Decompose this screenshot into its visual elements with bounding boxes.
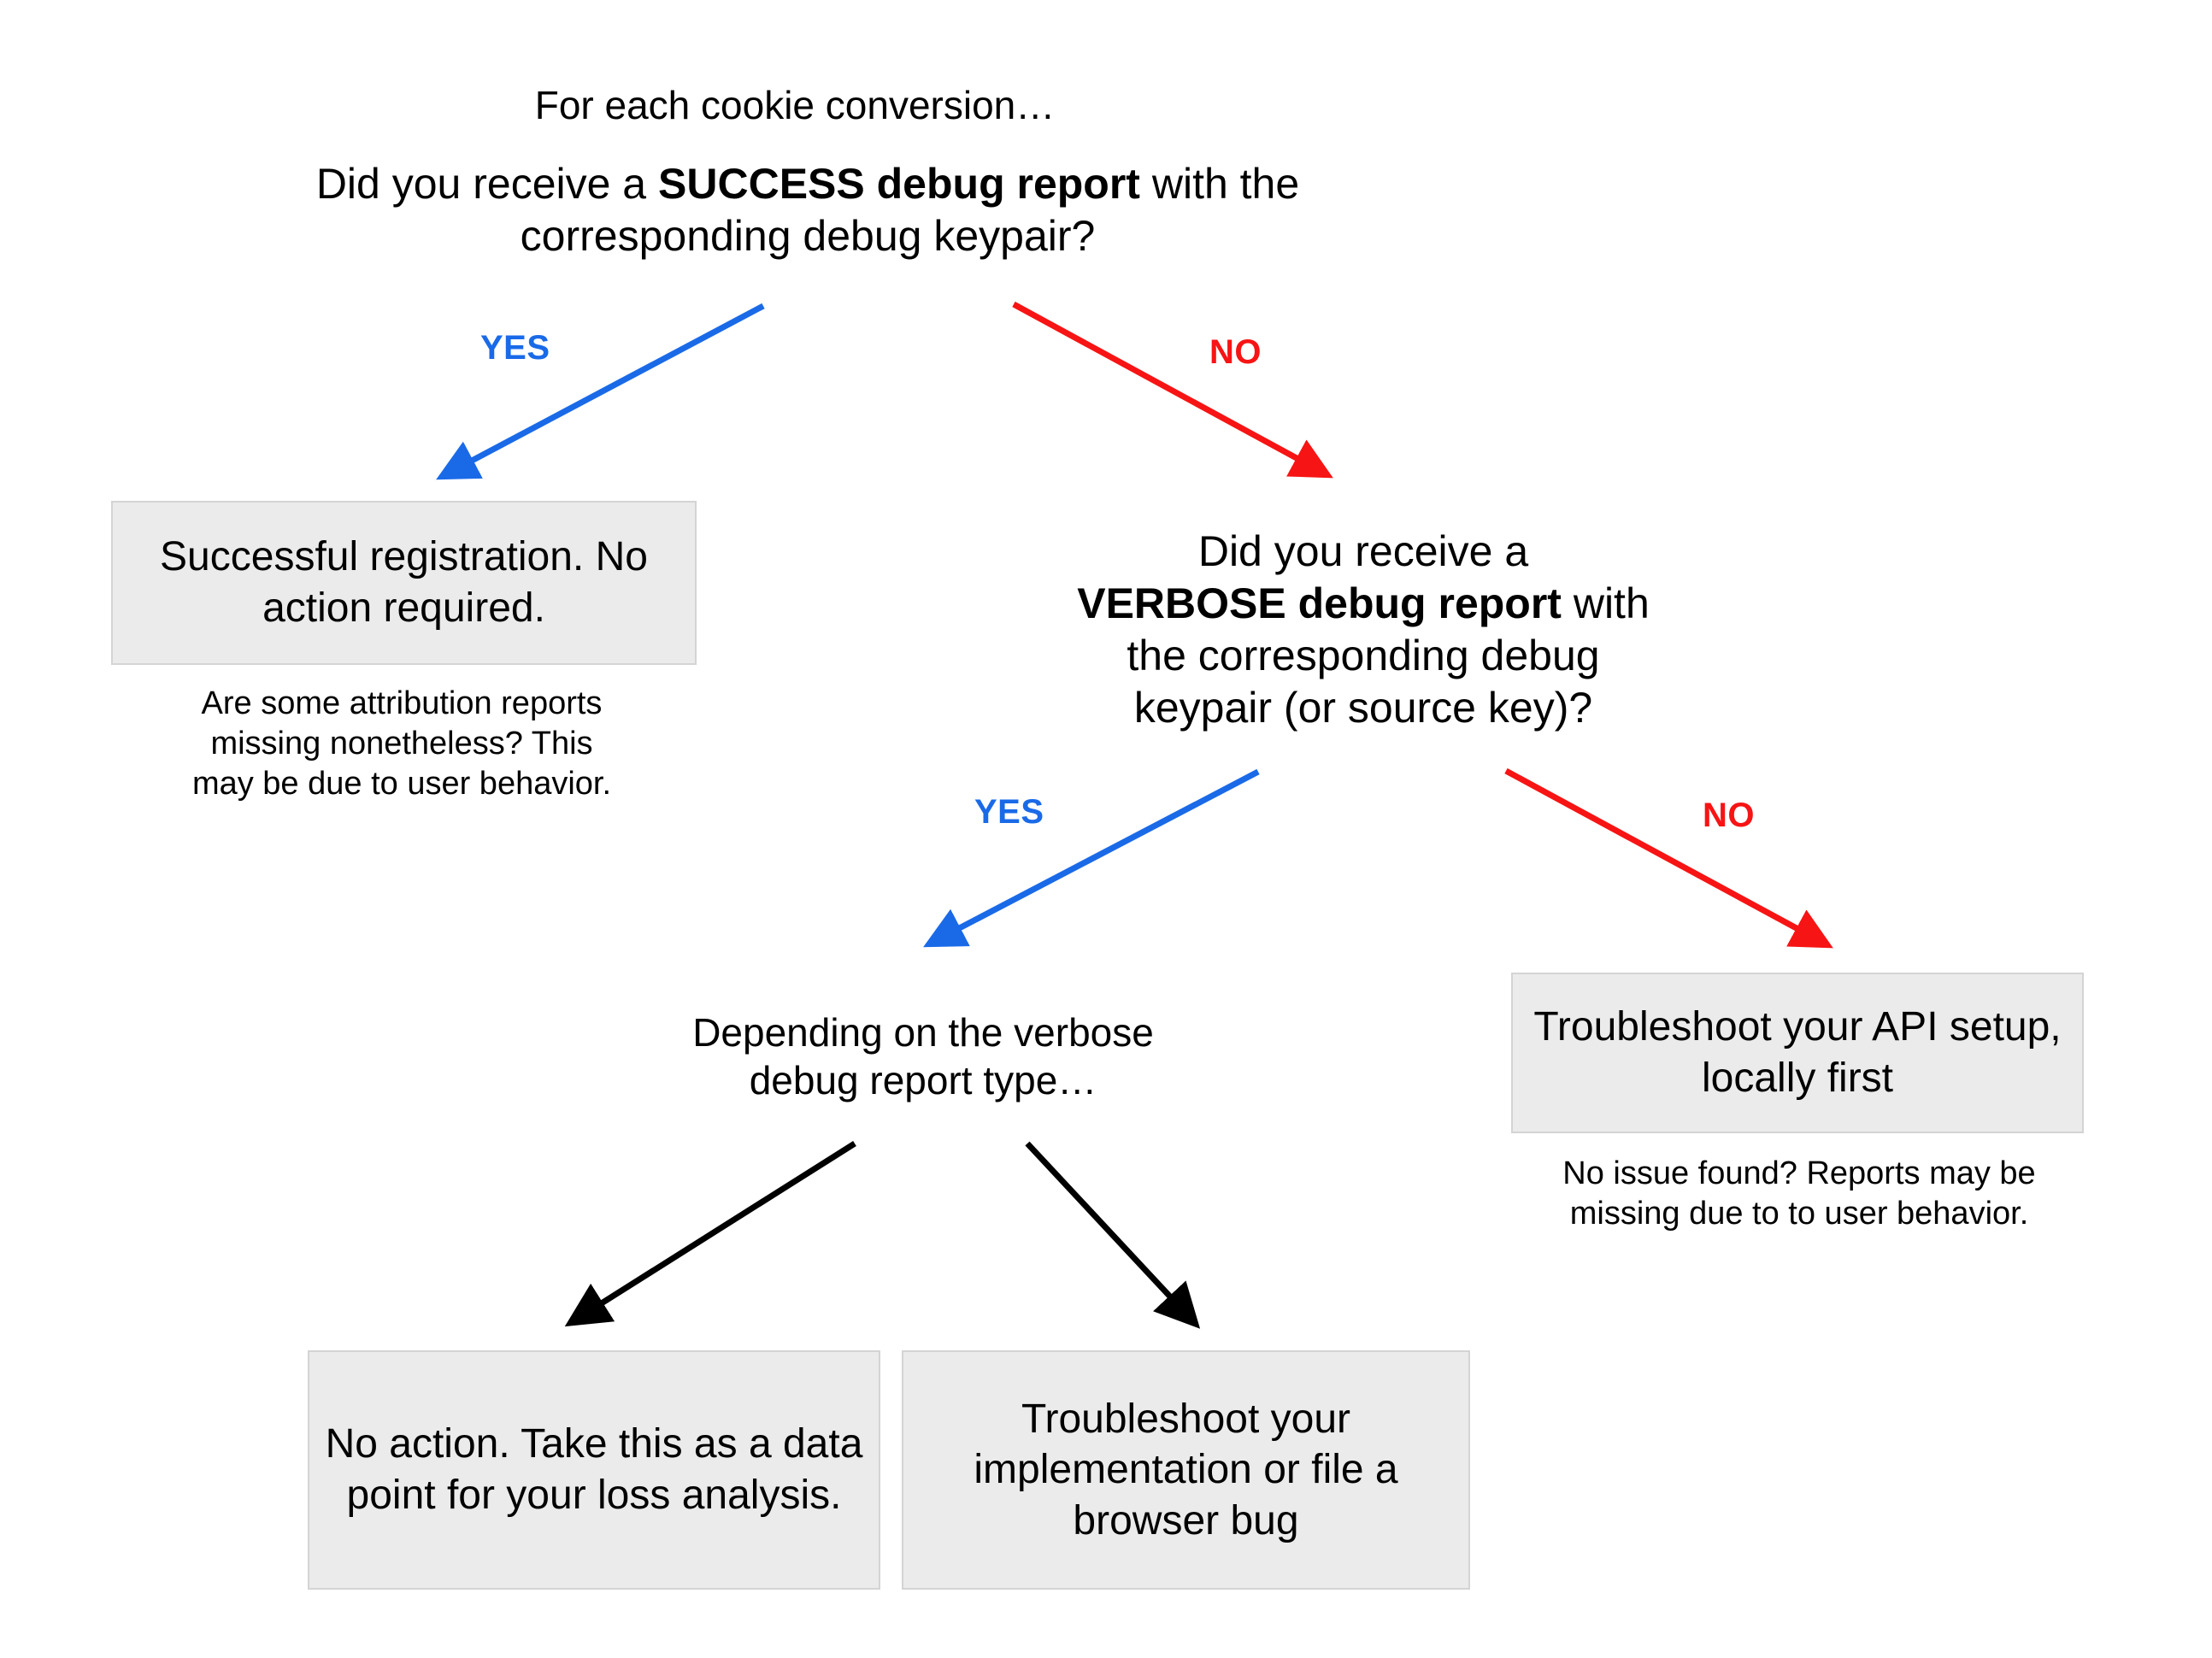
question-1-line1-bold: SUCCESS debug report	[658, 160, 1140, 208]
box-no-action-loss-analysis[interactable]: No action. Take this as a data point for…	[308, 1350, 880, 1590]
box-troubleshoot-api-setup[interactable]: Troubleshoot your API setup, locally fir…	[1511, 973, 2084, 1133]
question-2-line4: keypair (or source key)?	[1133, 684, 1593, 732]
question-2-line3: the corresponding debug	[1127, 632, 1600, 679]
question-1-line2: corresponding debug keypair?	[520, 212, 1096, 260]
caption-success-note: Are some attribution reports missing non…	[191, 685, 612, 803]
box-successful-registration[interactable]: Successful registration. No action requi…	[111, 501, 697, 665]
edge-label-q1-yes: YES	[480, 329, 550, 367]
question-1-line1-suffix: with the	[1139, 160, 1300, 208]
arrow-q2-no	[1504, 767, 1833, 949]
text-verbose-report-type: Depending on the verbose debug report ty…	[692, 1010, 1154, 1103]
question-2-line2-suffix: with	[1561, 579, 1650, 627]
question-2-line2-bold: VERBOSE debug report	[1077, 579, 1562, 627]
question-1: Did you receive a SUCCESS debug report w…	[282, 158, 1333, 262]
arrow-verbose-left	[564, 1141, 856, 1327]
arrow-verbose-right	[1025, 1141, 1201, 1329]
edge-label-q1-no: NO	[1209, 333, 1262, 371]
edge-label-q2-yes: YES	[974, 793, 1044, 831]
edge-label-q2-no: NO	[1703, 797, 1755, 834]
caption-api-note: No issue found? Reports may be missing d…	[1562, 1155, 2036, 1232]
box-troubleshoot-implementation[interactable]: Troubleshoot your implementation or file…	[902, 1350, 1470, 1590]
page-title: For each cookie conversion…	[534, 83, 1056, 127]
question-1-line1-prefix: Did you receive a	[315, 160, 659, 208]
question-2-line1: Did you receive a	[1197, 527, 1529, 575]
arrow-q1-no	[1012, 301, 1333, 479]
